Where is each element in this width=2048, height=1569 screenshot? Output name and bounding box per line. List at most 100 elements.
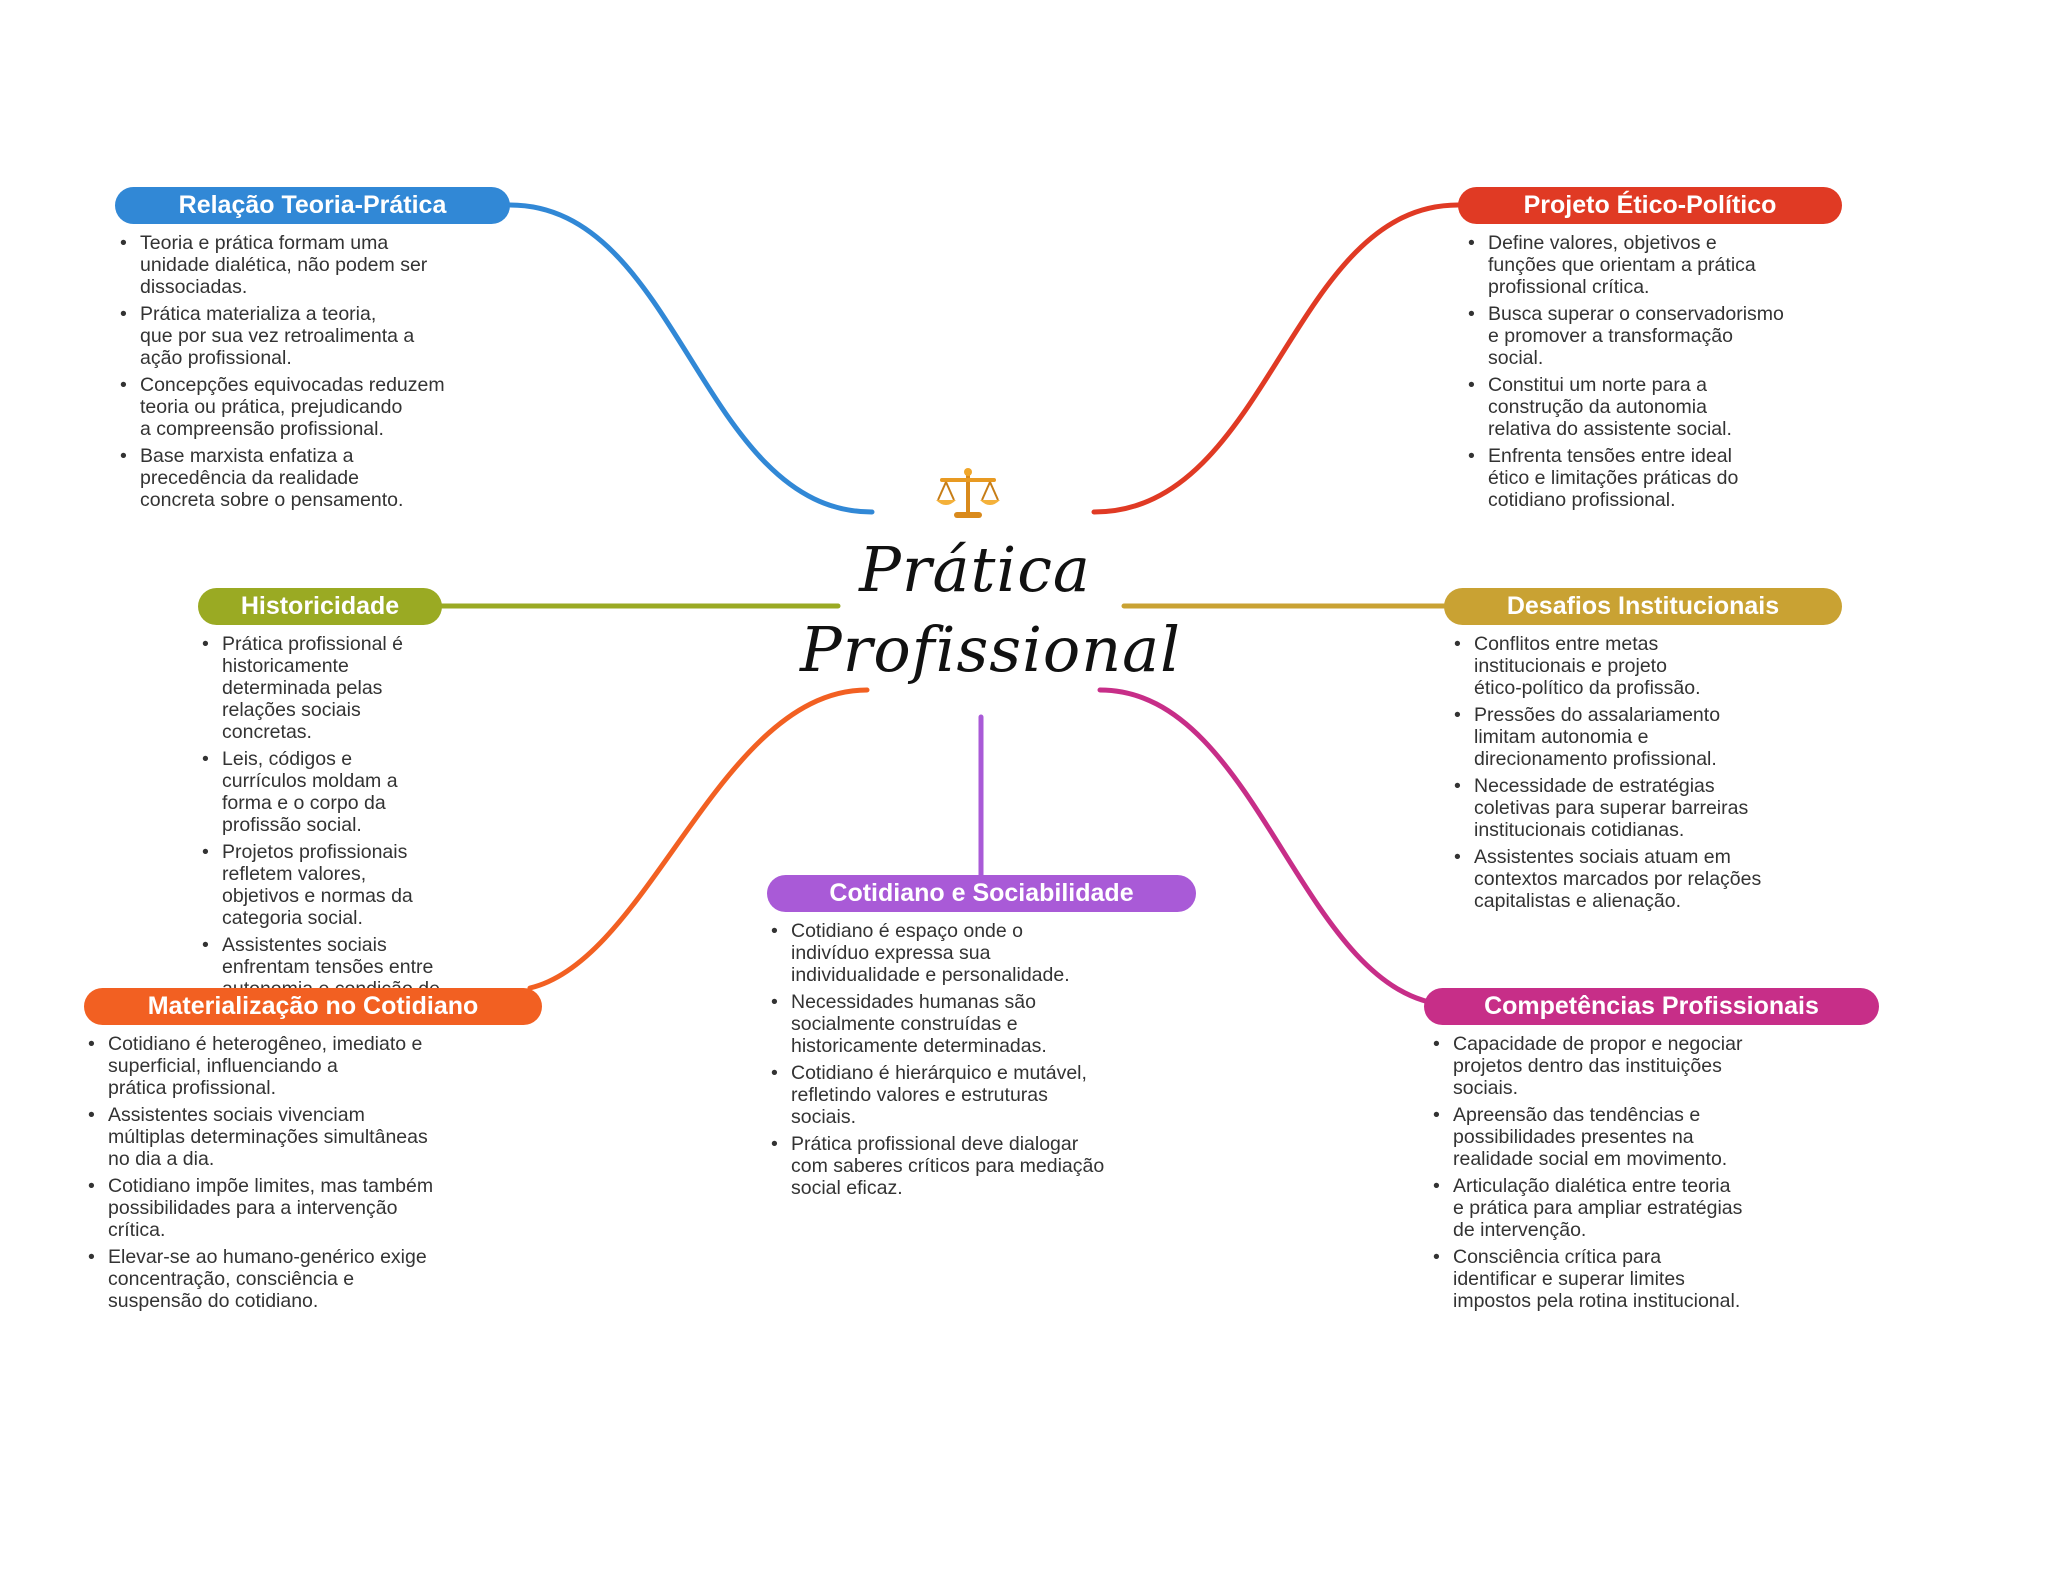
bullet-item: Cotidiano impõe limites, mas tambémpossi… — [84, 1175, 524, 1241]
bullet-line: funções que orientam a prática — [1488, 254, 1756, 276]
bullet-line: no dia a dia. — [108, 1148, 215, 1170]
bullet-line: Assistentes sociais vivenciam — [108, 1104, 365, 1126]
central-topic: Prática Profissional — [800, 530, 1181, 690]
bullet-line: sociais. — [1453, 1077, 1519, 1099]
bullet-line: socialmente construídas e — [791, 1013, 1018, 1035]
bullet-line: superficial, influenciando a — [108, 1055, 338, 1077]
bullet-line: Cotidiano é hierárquico e mutável, — [791, 1062, 1087, 1084]
bullet-line: Leis, códigos e — [222, 748, 353, 770]
bullet-line: historicamente determinadas. — [791, 1035, 1047, 1057]
branch-title-cotidiano-sociabilidade: Cotidiano e Sociabilidade — [767, 875, 1196, 912]
branch-title-desafios-institucionais: Desafios Institucionais — [1444, 588, 1842, 625]
bullet-line: Assistentes sociais — [222, 934, 387, 956]
bullet-line: Projetos profissionais — [222, 841, 408, 863]
bullet-line: relativa do assistente social. — [1488, 418, 1732, 440]
bullet-line: social. — [1488, 347, 1544, 369]
bullet-line: individualidade e personalidade. — [791, 964, 1070, 986]
bullet-line: Cotidiano impõe limites, mas também — [108, 1175, 434, 1197]
bullet-item: Prática materializa a teoria,que por sua… — [116, 303, 506, 369]
bullet-line: com saberes críticos para mediação — [791, 1155, 1105, 1177]
bullet-line: Concepções equivocadas reduzem — [140, 374, 445, 396]
bullet-line: Necessidade de estratégias — [1474, 775, 1715, 797]
branch-title-relacao-teoria-pratica: Relação Teoria-Prática — [115, 187, 510, 224]
connector-materializacao-cotidiano — [527, 687, 870, 991]
bullet-line: determinada pelas — [222, 677, 383, 699]
branch-title-materializacao-cotidiano: Materialização no Cotidiano — [84, 988, 542, 1025]
connector-competencias-profissionais — [1097, 687, 1451, 1008]
bullet-line: institucionais e projeto — [1474, 655, 1667, 677]
bullet-line: ético-político da profissão. — [1474, 677, 1701, 699]
branch-title-historicidade: Historicidade — [198, 588, 442, 625]
bullet-line: contextos marcados por relações — [1474, 868, 1762, 890]
bullet-line: direcionamento profissional. — [1474, 748, 1717, 770]
bullet-line: coletivas para superar barreiras — [1474, 797, 1749, 819]
bullet-line: relações sociais — [222, 699, 361, 721]
bullet-line: construção da autonomia — [1488, 396, 1707, 418]
bullet-line: prática profissional. — [108, 1077, 276, 1099]
bullet-line: Cotidiano é espaço onde o — [791, 920, 1024, 942]
bullet-line: Assistentes sociais atuam em — [1474, 846, 1731, 868]
bullet-line: Pressões do assalariamento — [1474, 704, 1721, 726]
bullet-line: Consciência crítica para — [1453, 1246, 1662, 1268]
bullet-line: Base marxista enfatiza a — [140, 445, 354, 467]
bullet-line: refletem valores, — [222, 863, 367, 885]
branch-bullets-competencias-profissionais: Capacidade de propor e negociarprojetos … — [1429, 1033, 1869, 1317]
bullet-item: Apreensão das tendências epossibilidades… — [1429, 1104, 1869, 1170]
branch-title-projeto-etico-politico: Projeto Ético-Político — [1458, 187, 1842, 224]
bullet-line: identificar e superar limites — [1453, 1268, 1685, 1290]
bullet-line: precedência da realidade — [140, 467, 359, 489]
connector-relacao-teoria-pratica — [507, 202, 875, 515]
bullet-item: Capacidade de propor e negociarprojetos … — [1429, 1033, 1869, 1099]
bullet-line: Elevar-se ao humano-genérico exige — [108, 1246, 427, 1268]
bullet-line: suspensão do cotidiano. — [108, 1290, 319, 1312]
bullet-line: a compreensão profissional. — [140, 418, 384, 440]
bullet-line: crítica. — [108, 1219, 166, 1241]
central-topic-line-2: Profissional — [800, 613, 1181, 686]
bullet-line: forma e o corpo da — [222, 792, 386, 814]
bullet-line: cotidiano profissional. — [1488, 489, 1676, 511]
bullet-line: unidade dialética, não podem ser — [140, 254, 428, 276]
bullet-line: historicamente — [222, 655, 349, 677]
bullet-line: possibilidades presentes na — [1453, 1126, 1694, 1148]
bullet-line: Conflitos entre metas — [1474, 633, 1659, 655]
bullet-line: refletindo valores e estruturas — [791, 1084, 1048, 1106]
bullet-line: sociais. — [791, 1106, 857, 1128]
bullet-line: de intervenção. — [1453, 1219, 1587, 1241]
bullet-line: Cotidiano é heterogêneo, imediato e — [108, 1033, 423, 1055]
bullet-line: social eficaz. — [791, 1177, 903, 1199]
bullet-line: Prática profissional é — [222, 633, 404, 655]
bullet-line: Prática profissional deve dialogar — [791, 1133, 1079, 1155]
bullet-line: ético e limitações práticas do — [1488, 467, 1739, 489]
branch-title-competencias-profissionais: Competências Profissionais — [1424, 988, 1879, 1025]
bullet-line: profissional crítica. — [1488, 276, 1650, 298]
bullet-item: Cotidiano é hierárquico e mutável,reflet… — [767, 1062, 1207, 1128]
bullet-line: Busca superar o conservadorismo — [1488, 303, 1784, 325]
bullet-item: Prática profissional éhistoricamentedete… — [198, 633, 498, 743]
bullet-line: possibilidades para a intervenção — [108, 1197, 398, 1219]
bullet-line: Apreensão das tendências e — [1453, 1104, 1701, 1126]
connector-projeto-etico-politico — [1091, 202, 1461, 515]
bullet-line: concretas. — [222, 721, 312, 743]
bullet-line: objetivos e normas da — [222, 885, 413, 907]
